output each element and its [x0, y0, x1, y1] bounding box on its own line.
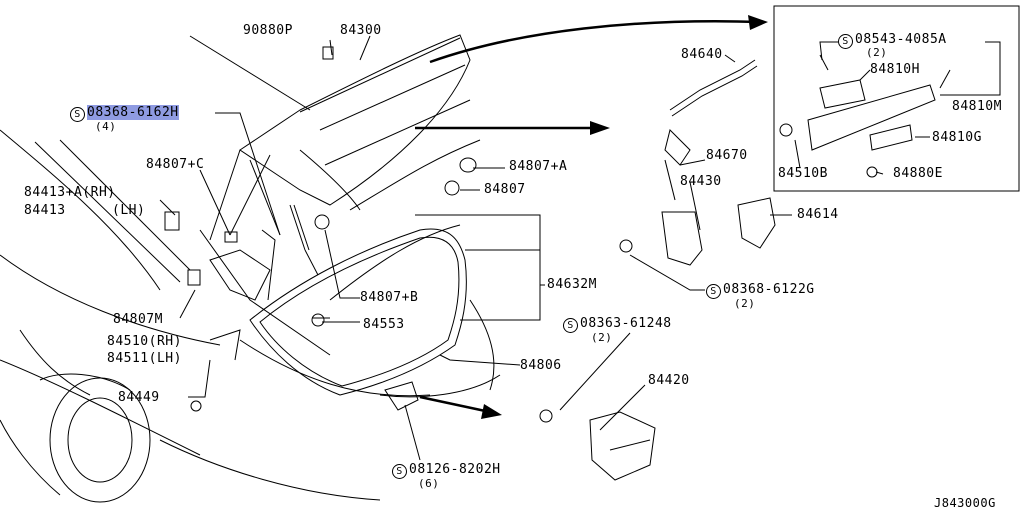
label-84510B: 84510B [778, 166, 828, 181]
label-84553: 84553 [363, 317, 405, 332]
qty-08126-8202H: (6) [418, 477, 440, 490]
label-84880E: 84880E [893, 166, 943, 181]
label-84430: 84430 [680, 174, 722, 189]
qty-08543-4085A: (2) [866, 46, 888, 59]
inset-frame [773, 5, 1020, 192]
car-body-outline [0, 35, 501, 503]
label-84670: 84670 [706, 148, 748, 163]
figure-code: J843000G [934, 496, 996, 510]
qty-08368-6122G: (2) [734, 297, 756, 310]
label-84413-lh: (LH) [112, 203, 146, 218]
s-marker-icon: S [70, 107, 85, 122]
label-84614: 84614 [797, 207, 839, 222]
label-84300: 84300 [340, 23, 382, 38]
label-84511: 84511(LH) [107, 351, 182, 366]
label-84420: 84420 [648, 373, 690, 388]
leader-lines [159, 35, 1001, 461]
label-84807M: 84807M [113, 312, 163, 327]
hardware-parts [164, 46, 936, 481]
qty-08363-61248: (2) [591, 331, 613, 344]
trunk-lid [209, 34, 481, 241]
label-84632M: 84632M [547, 277, 597, 292]
label-84807B: 84807+B [360, 290, 419, 305]
label-84807A: 84807+A [509, 159, 568, 174]
label-84807C: 84807+C [146, 157, 205, 172]
label-84510: 84510(RH) [107, 334, 182, 349]
label-84810M: 84810M [952, 99, 1002, 114]
label-84806: 84806 [520, 358, 562, 373]
callout-arrows [415, 20, 761, 414]
label-84640: 84640 [681, 47, 723, 62]
qty-08368-6162H: (4) [95, 120, 117, 133]
label-84807: 84807 [484, 182, 526, 197]
label-84449: 84449 [118, 390, 160, 405]
s-marker-icon: S [392, 464, 407, 479]
label-84810G: 84810G [932, 130, 982, 145]
arrow-heads [481, 15, 768, 419]
trunk-opening-weatherstrip [249, 228, 467, 396]
s-marker-icon: S [563, 318, 578, 333]
label-90880P: 90880P [243, 23, 293, 38]
highlighted-part-number: 08368-6162H [87, 105, 179, 120]
label-84413: 84413 [24, 203, 66, 218]
label-84810H: 84810H [870, 62, 920, 77]
s-marker-icon: S [706, 284, 721, 299]
label-84413A: 84413+A(RH) [24, 185, 116, 200]
s-marker-icon: S [838, 34, 853, 49]
